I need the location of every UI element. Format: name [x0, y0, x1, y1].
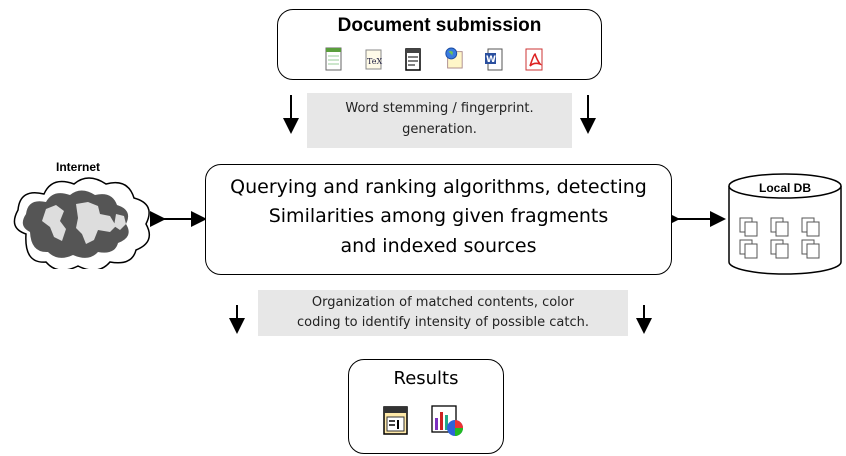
- stemming-line-1: Word stemming / fingerprint.: [345, 101, 534, 116]
- tex-icon: TeX: [365, 49, 382, 70]
- document-submission-title: Document submission: [337, 15, 542, 36]
- local-db-cylinder: [728, 173, 842, 275]
- svg-text:W: W: [486, 55, 496, 65]
- organization-line-2: coding to identify intensity of possible…: [297, 315, 589, 330]
- pdf-icon: [525, 48, 543, 71]
- core-line-1: Querying and ranking algorithms, detecti…: [230, 176, 647, 198]
- results-box: Results: [348, 359, 504, 454]
- word-icon: W: [485, 48, 503, 71]
- text-notepad-icon: [405, 48, 421, 71]
- chart-icon: [431, 405, 463, 436]
- stemming-step-label: Word stemming / fingerprint. generation.: [307, 93, 572, 148]
- svg-text:TeX: TeX: [367, 57, 382, 66]
- report-icon: [383, 406, 408, 435]
- core-line-2: Similarities among given fragments: [268, 205, 609, 227]
- core-line-3: and indexed sources: [340, 235, 537, 257]
- results-title: Results: [393, 368, 459, 389]
- document-submission-box: Document submission TeX W: [277, 9, 602, 80]
- organization-step-label: Organization of matched contents, color …: [258, 290, 628, 336]
- organization-line-1: Organization of matched contents, color: [311, 295, 575, 310]
- core-algorithms-box: Querying and ranking algorithms, detecti…: [205, 164, 672, 275]
- stemming-line-2: generation.: [402, 122, 477, 137]
- spreadsheet-icon: [325, 47, 342, 71]
- web-document-icon: [445, 47, 463, 69]
- local-db-label: Local DB: [758, 181, 811, 195]
- internet-cloud-icon: [13, 177, 151, 269]
- internet-label: Internet: [56, 160, 101, 174]
